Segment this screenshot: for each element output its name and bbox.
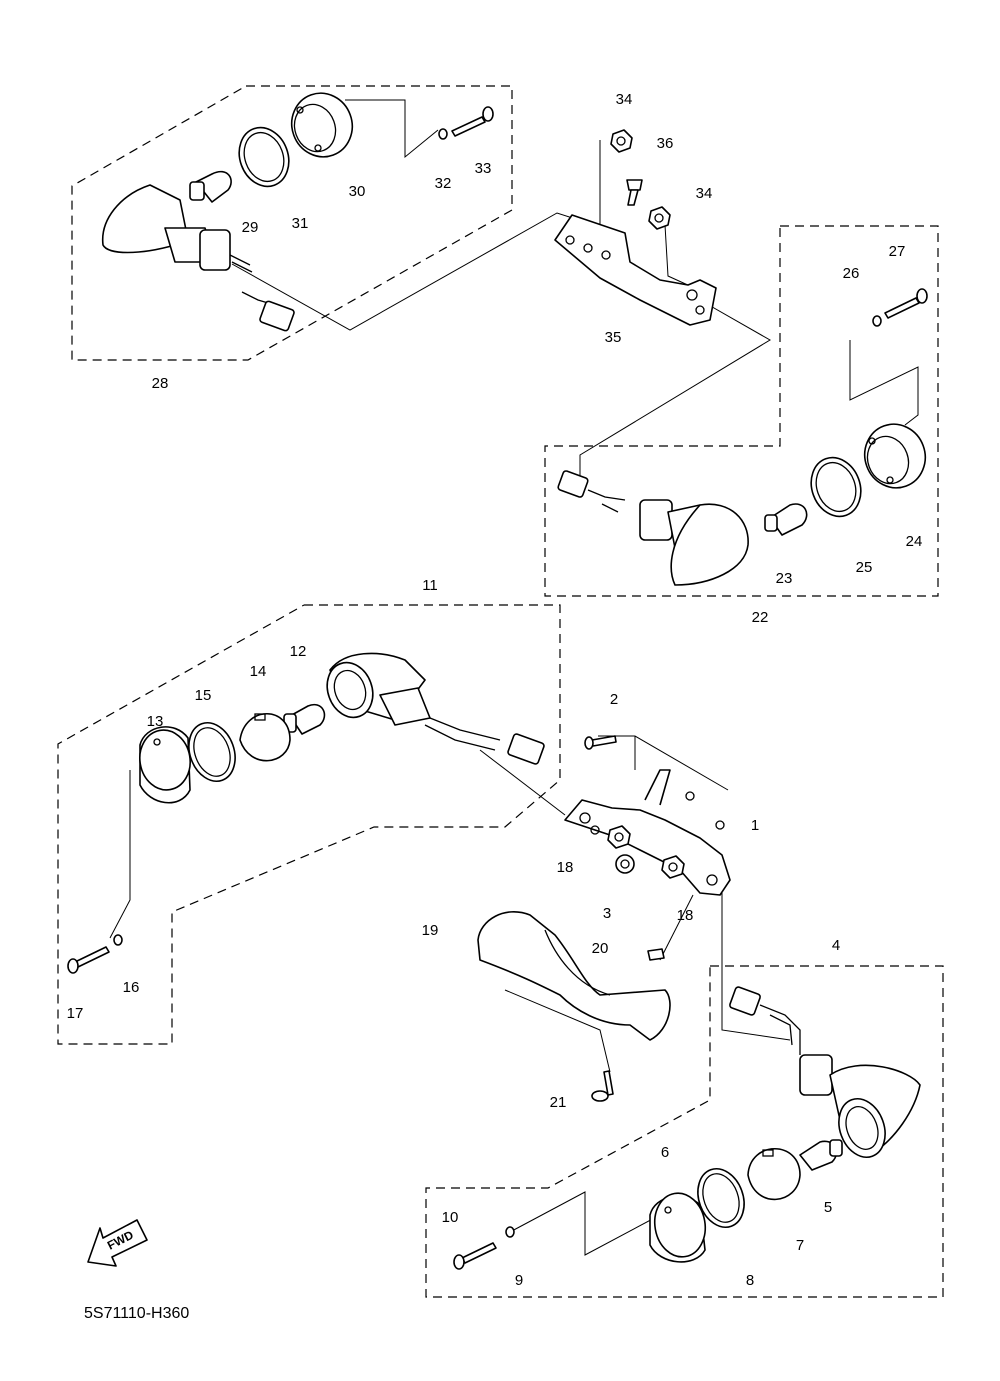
- callout-26: 26: [843, 265, 860, 282]
- callout-29: 29: [242, 219, 259, 236]
- bulb-5: [799, 1139, 843, 1171]
- fwd-arrow-icon: FWD: [87, 1219, 148, 1267]
- callout-30: 30: [349, 183, 366, 200]
- callout-4: 4: [832, 937, 840, 954]
- reflector-14: [239, 713, 291, 762]
- callout-34a: 34: [616, 91, 633, 108]
- callout-11: 11: [422, 577, 438, 594]
- callout-12: 12: [290, 643, 307, 660]
- callout-21: 21: [550, 1094, 567, 1111]
- callout-24: 24: [906, 533, 923, 550]
- turn-signal-11: [326, 652, 545, 765]
- screw-10: [453, 1242, 497, 1270]
- drawing-code: 5S71110-H360: [84, 1305, 189, 1322]
- bolt-36: [626, 179, 643, 206]
- callout-33: 33: [475, 160, 492, 177]
- bracket-1: [564, 769, 731, 896]
- cover-19: [477, 911, 671, 1041]
- callout-7: 7: [796, 1237, 804, 1254]
- nut-18b: [661, 855, 685, 879]
- screw-2: [584, 735, 617, 750]
- callout-22: 22: [752, 609, 769, 626]
- o-ring-31: [238, 126, 290, 188]
- nut-34a: [610, 129, 633, 153]
- callout-18a: 18: [557, 859, 574, 876]
- o-ring-25: [810, 456, 862, 518]
- lens-30: [290, 92, 354, 158]
- callout-35: 35: [605, 329, 622, 346]
- screw-17: [67, 946, 110, 974]
- callout-32: 32: [435, 175, 452, 192]
- callout-23: 23: [776, 570, 793, 587]
- callout-19: 19: [422, 922, 439, 939]
- group-28-outline: [71, 85, 513, 361]
- bulb-12: [283, 703, 326, 735]
- callout-3: 3: [603, 905, 611, 922]
- callout-9: 9: [515, 1272, 523, 1289]
- leader-lines: [109, 99, 919, 1256]
- callout-labels: 1 2 3 4 5 6 7 8 9 10 11 12 13 14 15 16 1…: [67, 91, 923, 1289]
- callout-14: 14: [250, 663, 267, 680]
- group-22-outline: [544, 225, 939, 597]
- screw-33: [451, 106, 494, 137]
- turn-signal-4: [729, 986, 921, 1158]
- bracket-35: [554, 214, 717, 326]
- callout-13: 13: [147, 713, 164, 730]
- screw-21: [591, 1070, 614, 1102]
- callout-6: 6: [661, 1144, 669, 1161]
- callout-5: 5: [824, 1199, 832, 1216]
- group-4-outline: [425, 965, 944, 1298]
- callout-34b: 34: [696, 185, 713, 202]
- callout-17: 17: [67, 1005, 84, 1022]
- turn-signal-22: [557, 470, 749, 586]
- callout-15: 15: [195, 687, 212, 704]
- callout-16: 16: [123, 979, 140, 996]
- group-11-outline: [57, 604, 561, 1045]
- lens-24: [863, 423, 927, 489]
- lens-6: [649, 1192, 707, 1263]
- callout-28: 28: [152, 375, 169, 392]
- callout-31: 31: [292, 215, 309, 232]
- nut-18a: [607, 825, 631, 849]
- callout-1: 1: [751, 817, 759, 834]
- callout-18b: 18: [677, 907, 694, 924]
- washer-16: [113, 934, 123, 946]
- collar-3: [615, 854, 635, 874]
- reflector-7: [747, 1148, 801, 1201]
- washer-32: [438, 128, 448, 140]
- o-ring-15: [188, 722, 236, 782]
- screw-27: [884, 288, 928, 319]
- callout-10: 10: [442, 1209, 459, 1226]
- clip-20: [647, 948, 665, 961]
- turn-signal-28: [101, 184, 295, 332]
- callout-8: 8: [746, 1272, 754, 1289]
- callout-27: 27: [889, 243, 906, 260]
- bulb-23: [764, 503, 808, 536]
- callout-36: 36: [657, 135, 674, 152]
- lens-13: [139, 726, 191, 804]
- bulb-29: [189, 170, 232, 203]
- washer-9: [505, 1226, 515, 1238]
- washer-26: [872, 315, 882, 327]
- callout-20: 20: [592, 940, 609, 957]
- callout-2: 2: [610, 691, 618, 708]
- nut-34b: [648, 206, 671, 230]
- callout-25: 25: [856, 559, 873, 576]
